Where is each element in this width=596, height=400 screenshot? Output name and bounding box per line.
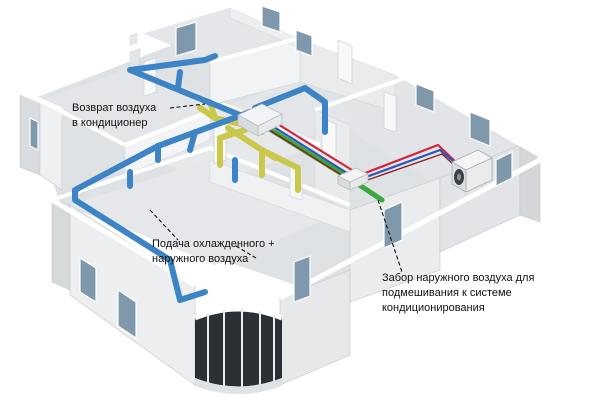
leader-lines <box>149 103 403 273</box>
window <box>175 21 197 57</box>
indoor-air-handler-unit-icon <box>237 103 283 137</box>
fresh-air-unit-icon <box>337 167 369 191</box>
label-return-air-line2: в кондиционер <box>72 117 148 129</box>
label-fresh-air-line3: кондиционирования <box>382 302 485 314</box>
label-supply-air-line2: наружного воздуха <box>152 253 249 265</box>
window <box>261 5 281 33</box>
outdoor-condenser-unit-icon <box>451 149 493 193</box>
door <box>337 39 353 85</box>
label-return-air-line1: Возврат воздуха <box>72 102 157 114</box>
window <box>79 256 97 304</box>
window <box>415 83 435 113</box>
door <box>383 91 397 133</box>
building <box>19 2 543 394</box>
bay-window-icon <box>194 306 283 394</box>
windows <box>29 5 513 340</box>
label-fresh-air-line2: подмешивания к системе <box>382 287 512 299</box>
window <box>295 29 313 57</box>
duct-system <box>72 53 493 303</box>
label-return-air: Возврат воздуха в кондиционер <box>72 101 156 131</box>
window <box>29 117 39 151</box>
window <box>469 111 491 147</box>
label-fresh-air-intake: Забор наружного воздуха для подмешивания… <box>382 271 534 316</box>
return-air-ducts <box>197 99 301 193</box>
leader-supply-air-2 <box>235 245 257 259</box>
leader-supply-air <box>149 209 179 241</box>
supply-air-ducts <box>72 53 328 303</box>
window <box>293 255 311 303</box>
window <box>495 151 513 187</box>
window <box>117 288 137 340</box>
window <box>383 201 403 249</box>
label-supply-air-line1: Подача охлажденного + <box>152 238 275 250</box>
leader-return-air <box>169 103 206 109</box>
label-supply-air: Подача охлажденного + наружного воздуха <box>152 237 275 267</box>
label-fresh-air-line1: Забор наружного воздуха для <box>382 272 535 284</box>
